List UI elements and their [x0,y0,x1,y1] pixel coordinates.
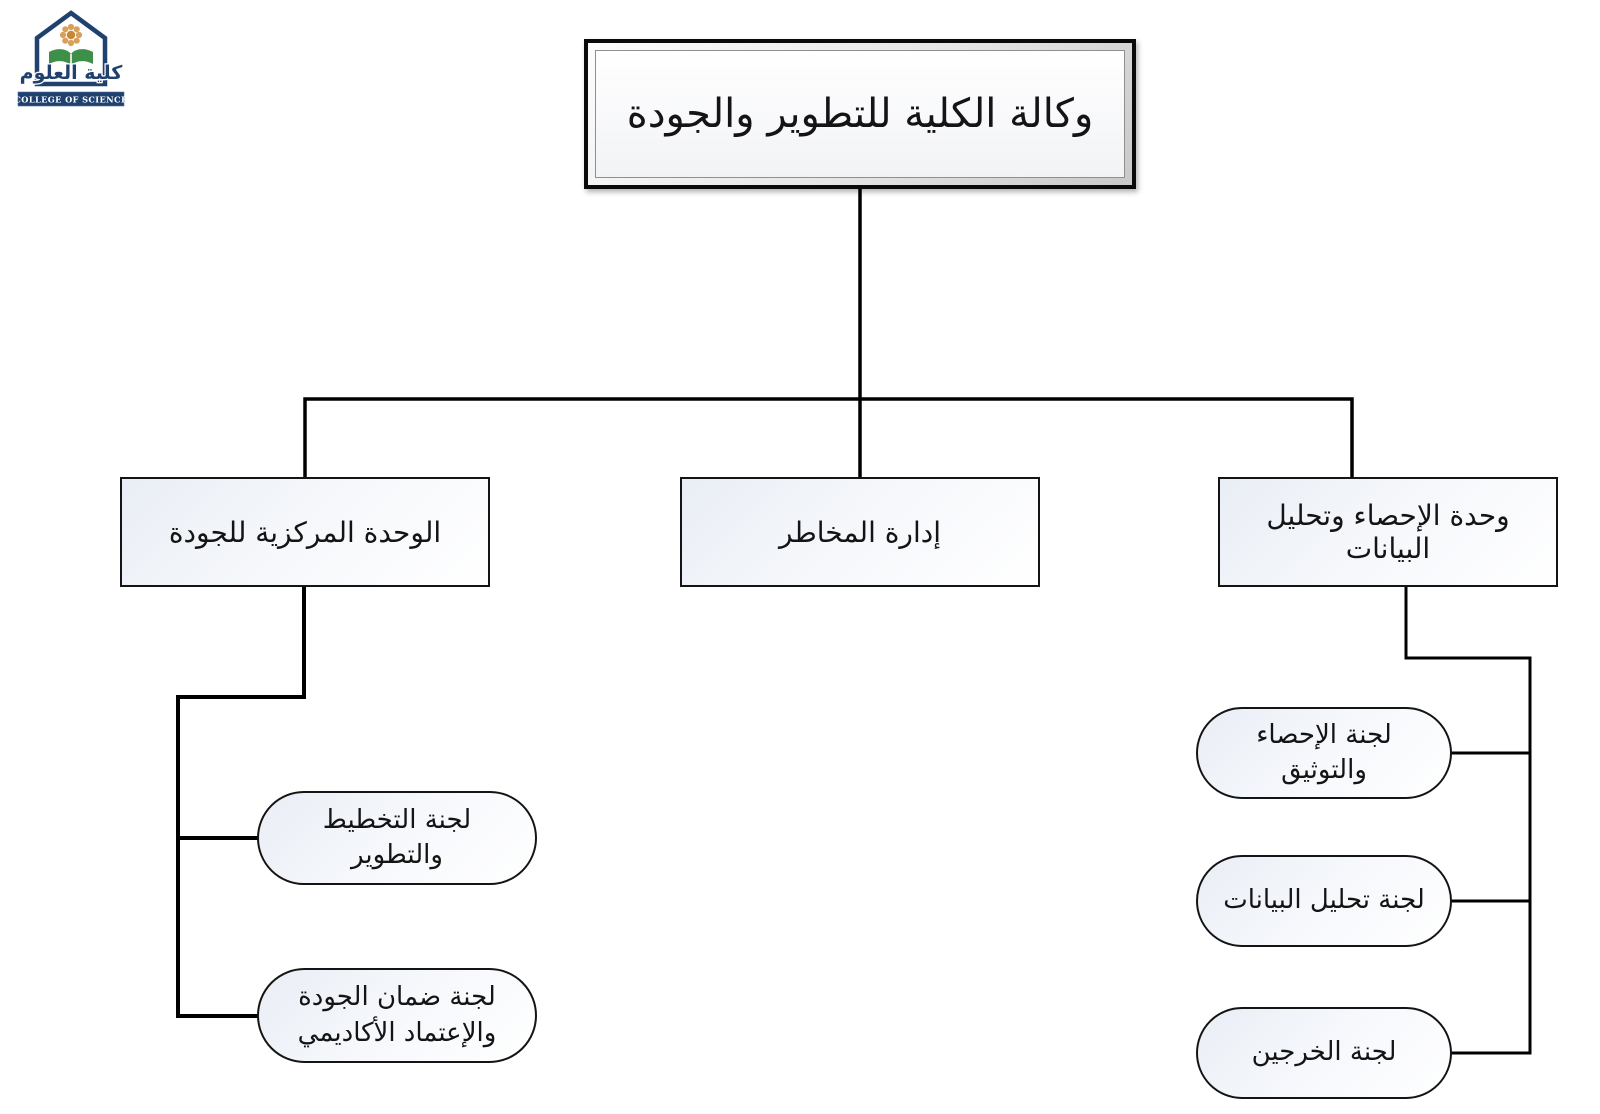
unit-label: إدارة المخاطر [779,515,941,549]
logo-book-icon [49,49,93,66]
node-planning-development-committee: لجنة التخطيط والتطوير [257,791,537,885]
node-data-analysis-committee: لجنة تحليل البيانات [1196,855,1452,947]
unit-label: وحدة الإحصاء وتحليل البيانات [1266,499,1510,565]
committee-label: لجنة الخرجين [1251,1037,1397,1068]
logo-house-icon [34,10,108,87]
logo-banner: COLLEGE OF SCIENCE [14,91,127,107]
logo-flower-icon [59,23,83,47]
committee-label: لجنة التخطيط والتطوير [322,804,472,870]
connector-central-quality-tree [176,587,306,1018]
node-risk-management: إدارة المخاطر [680,477,1040,587]
committee-label: لجنة ضمان الجودة والإعتماد الأكاديمي [297,982,497,1048]
committee-label: لجنة تحليل البيانات [1223,885,1425,916]
committee-label: لجنة الإحصاء والتوثيق [1256,719,1392,785]
connector-statistics-tree [1404,587,1532,1055]
node-statistics-documentation-committee: لجنة الإحصاء والتوثيق [1196,707,1452,799]
node-graduates-committee: لجنة الخرجين [1196,1007,1452,1099]
logo-english-name: COLLEGE OF SCIENCE [14,94,127,104]
root-node-bevel-frame: وكالة الكلية للتطوير والجودة [588,43,1132,185]
node-central-quality-unit: الوحدة المركزية للجودة [120,477,490,587]
logo-arabic-name: كلية العلوم [20,62,124,84]
connector-root-to-units [303,189,1354,477]
college-logo: كلية العلوم COLLEGE OF SCIENCE [14,10,127,107]
node-quality-assurance-accreditation-committee: لجنة ضمان الجودة والإعتماد الأكاديمي [257,968,537,1063]
root-node-inner: وكالة الكلية للتطوير والجودة [595,50,1125,178]
root-node-label: وكالة الكلية للتطوير والجودة [626,91,1094,137]
node-college-vice-deanship: وكالة الكلية للتطوير والجودة [584,39,1136,189]
node-statistics-data-analysis-unit: وحدة الإحصاء وتحليل البيانات [1218,477,1558,587]
unit-label: الوحدة المركزية للجودة [168,515,442,549]
